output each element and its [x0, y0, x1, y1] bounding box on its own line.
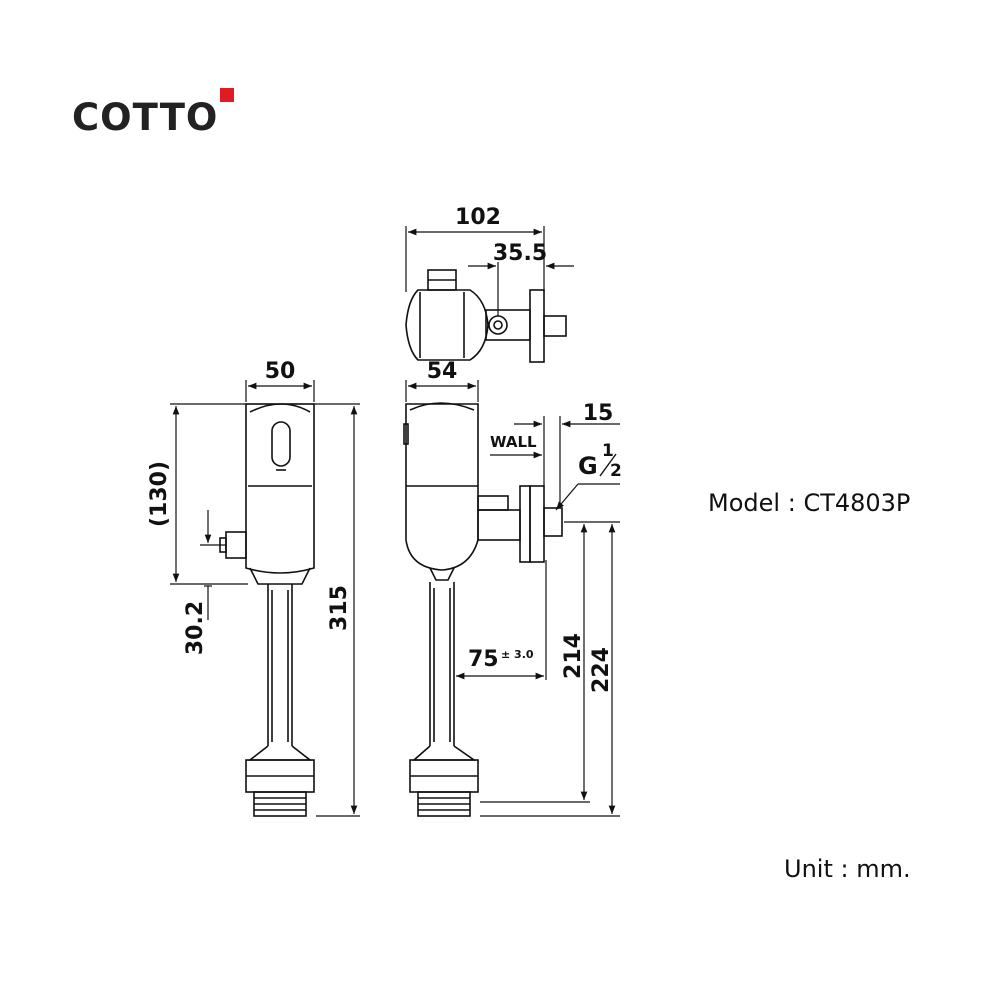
- unit-label: Unit : mm.: [784, 855, 911, 883]
- dim-projection: 75: [468, 647, 499, 672]
- model-label: Model : CT4803P: [708, 489, 910, 517]
- front-view-dimensions: [170, 380, 360, 817]
- model-label-text: Model: [708, 489, 781, 517]
- side-view: [403, 402, 563, 817]
- dim-front-total-height: 315: [327, 585, 352, 631]
- model-value: CT4803P: [803, 489, 911, 517]
- top-view-dimensions: [405, 226, 574, 316]
- dim-wall-thickness: 15: [583, 401, 614, 426]
- logo-red-square: [220, 88, 234, 102]
- wall-label: WALL: [490, 433, 537, 451]
- logo-wordmark: COTTO: [72, 96, 219, 139]
- side-view-dimensions: [405, 380, 620, 817]
- thread-fraction-num: 1: [602, 441, 614, 461]
- top-view: [405, 269, 567, 363]
- dim-inlet-height: 214: [561, 633, 586, 679]
- front-view: [219, 403, 315, 817]
- dim-front-body-height: (130): [147, 461, 172, 527]
- dim-side-width: 54: [427, 359, 458, 384]
- dim-front-width: 50: [265, 359, 296, 384]
- unit-separator: :: [840, 855, 849, 883]
- cotto-logo: COTTO: [72, 88, 234, 140]
- model-separator: :: [787, 489, 796, 517]
- dim-top-width: 102: [455, 205, 501, 230]
- dim-total-height: 224: [589, 647, 614, 693]
- unit-value: mm.: [856, 855, 911, 883]
- dim-top-offset: 35.5: [493, 241, 547, 266]
- unit-label-text: Unit: [784, 855, 833, 883]
- thread-fraction-bar: [599, 453, 617, 477]
- dim-projection-tolerance: ± 3.0: [501, 648, 534, 661]
- dim-front-side-offset: 30.2: [183, 601, 208, 655]
- thread-fraction-den: 2: [610, 461, 622, 481]
- thread-label: G: [578, 452, 598, 480]
